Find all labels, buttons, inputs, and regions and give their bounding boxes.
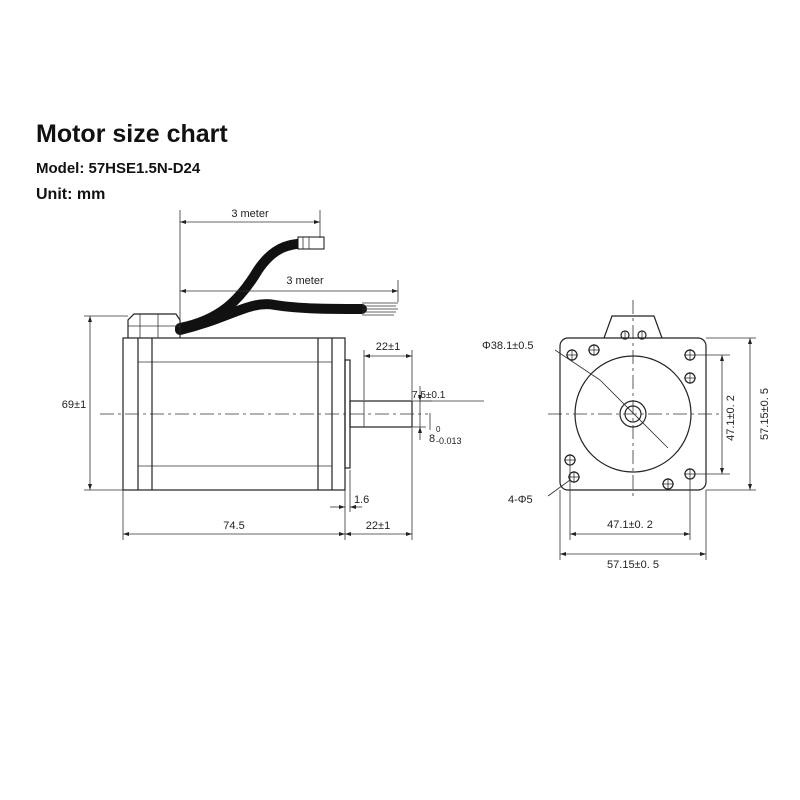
side-view: 3 meter 3 meter 69±1 22±1 7.5±0.1 8 0 -0…: [62, 208, 484, 540]
shaft-tol-lower: -0.013: [436, 436, 462, 446]
mount-hole: [684, 468, 696, 480]
mount-holes-label: 4-Φ5: [508, 494, 533, 506]
mount-hole: [588, 344, 600, 356]
front-connector: [603, 315, 663, 339]
hole-spacing-horizontal: 47.1±0. 2: [607, 519, 653, 531]
outer-horizontal: 57.15±0. 5: [607, 559, 659, 571]
body-length: 74.5: [223, 520, 244, 532]
height-dimension: 69±1: [62, 399, 86, 411]
flat-depth: 7.5±0.1: [412, 390, 446, 401]
unit-label: Unit: mm: [36, 186, 106, 203]
mount-hole: [684, 372, 696, 384]
cable-lower: [175, 299, 367, 335]
hole-spacing-vertical: 47.1±0. 2: [725, 395, 737, 441]
page-title: Motor size chart: [36, 120, 228, 148]
mount-hole: [564, 454, 576, 466]
mount-hole: [662, 478, 674, 490]
outer-vertical: 57.15±0. 5: [759, 388, 771, 440]
boss-diameter: Φ38.1±0.5: [482, 340, 534, 352]
shaft-diameter: 8: [429, 433, 435, 445]
shaft-tol-upper: 0: [436, 425, 441, 434]
shaft-length-top: 22±1: [376, 341, 400, 353]
connector-block: [127, 313, 181, 338]
boss-height: 1.6: [354, 494, 369, 506]
shaft-length-bottom: 22±1: [366, 520, 390, 532]
front-view: Φ38.1±0.5 4-Φ5 47.1±0. 2 57.15±0. 5 47.1…: [482, 300, 771, 571]
model-label: Model: 57HSE1.5N-D24: [36, 160, 201, 177]
cable-length-2: 3 meter: [286, 275, 324, 287]
mount-hole: [684, 349, 696, 361]
cable-end-upper: [297, 236, 325, 250]
cable-length-1: 3 meter: [231, 208, 269, 220]
mount-hole: [566, 349, 578, 361]
